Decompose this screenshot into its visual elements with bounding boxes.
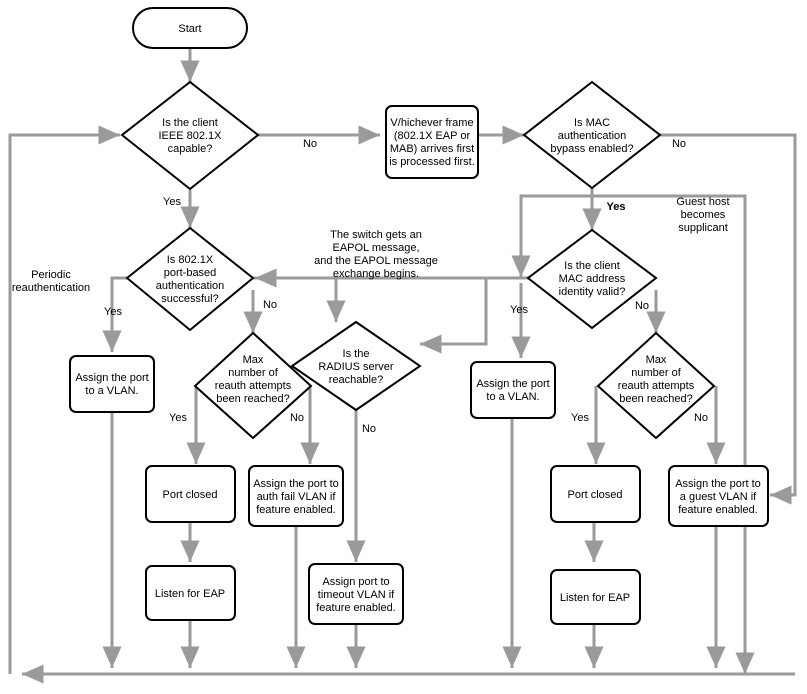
eapol-note-line1: The switch gets an	[330, 229, 422, 241]
label-dot1x-success-yes: Yes	[104, 306, 122, 318]
node-port-closed-right[interactable]: Port closed	[550, 465, 641, 523]
edge-labels: No Yes No Yes Yes No Yes No No Yes No Ye…	[104, 138, 708, 435]
node-listen-eap-left[interactable]: Listen for EAP	[145, 565, 236, 621]
assign-vlan-left-line1: Assign the port	[75, 372, 148, 384]
auth-fail-vlan-line3: feature enabled.	[256, 504, 336, 516]
max-reauth-left-line3: reauth attempts	[215, 380, 292, 392]
label-mac-identity-no: No	[635, 300, 649, 312]
node-max-reauth-attempts-left[interactable]: Max number of reauth attempts been reach…	[193, 331, 313, 440]
node-listen-eap-right[interactable]: Listen for EAP	[550, 569, 641, 625]
edge-mab-no	[660, 133, 797, 505]
annotation-periodic-reauthentication: Periodic reauthentication	[12, 269, 90, 294]
node-guest-vlan[interactable]: Assign the port to a guest VLAN if featu…	[668, 465, 769, 527]
timeout-vlan-line2: timeout VLAN if	[318, 589, 395, 601]
guest-vlan-line3: feature enabled.	[678, 504, 758, 516]
connectors	[8, 48, 797, 684]
max-reauth-right-line4: been reached?	[619, 393, 692, 405]
listen-eap-right-label: Listen for EAP	[560, 592, 630, 604]
client-dot1x-line2: IEEE 802.1X	[159, 130, 223, 142]
mab-enabled-line1: Is MAC	[574, 117, 610, 129]
label-dot1x-success-no: No	[263, 299, 277, 311]
client-dot1x-line1: Is the client	[162, 117, 218, 129]
max-reauth-left-line2: number of	[228, 367, 278, 379]
node-whichever-frame[interactable]: V/hichever frame (802.1X EAP or MAB) arr…	[385, 105, 479, 179]
guest-vlan-line1: Assign the port to	[675, 478, 761, 490]
mac-identity-line3: identity valid?	[559, 286, 626, 298]
node-timeout-vlan[interactable]: Assign port to timeout VLAN if feature e…	[308, 563, 404, 625]
dot1x-success-line2: port-based	[164, 267, 217, 279]
dot1x-success-line3: authentication	[156, 280, 225, 292]
timeout-vlan-line1: Assign port to	[322, 576, 389, 588]
dot1x-success-line4: successful?	[161, 293, 218, 305]
node-auth-fail-vlan[interactable]: Assign the port to auth fail VLAN if fea…	[248, 465, 344, 527]
max-reauth-right-line3: reauth attempts	[618, 380, 695, 392]
label-max-reauth-left-no: No	[290, 412, 304, 424]
whichever-frame-line1: V/hichever frame	[390, 117, 473, 129]
max-reauth-right-line2: number of	[631, 367, 681, 379]
node-start-label: Start	[178, 23, 201, 35]
eapol-note-line3: and the EAPOL message	[314, 255, 438, 267]
edge-periodic-reauth-return	[8, 125, 121, 674]
max-reauth-left-line1: Max	[243, 354, 264, 366]
node-start[interactable]: Start	[132, 7, 248, 49]
annotation-eapol-message: The switch gets an EAPOL message, and th…	[314, 229, 438, 280]
eapol-note-line2: EAPOL message,	[332, 242, 419, 254]
label-dot1x-no: No	[303, 138, 317, 150]
whichever-frame-line3: MAB) arrives first	[390, 143, 474, 155]
port-closed-left-label: Port closed	[162, 489, 217, 501]
node-assign-vlan-left[interactable]: Assign the port to a VLAN.	[69, 355, 155, 413]
radius-line3: reachable?	[329, 374, 383, 386]
guest-host-line3: supplicant	[678, 222, 728, 234]
node-port-closed-left[interactable]: Port closed	[145, 465, 236, 523]
edge-mab-yes-left-branch	[511, 194, 592, 278]
guest-host-line2: becomes	[681, 209, 726, 221]
port-closed-right-label: Port closed	[567, 489, 622, 501]
node-assign-vlan-right[interactable]: Assign the port to a VLAN.	[470, 361, 556, 419]
auth-fail-vlan-line1: Assign the port to	[253, 478, 339, 490]
assign-vlan-left-line2: to a VLAN.	[85, 385, 138, 397]
guest-vlan-line2: a guest VLAN if	[680, 491, 757, 503]
whichever-frame-line4: is processed first.	[389, 156, 475, 168]
max-reauth-right-line1: Max	[646, 354, 667, 366]
client-dot1x-line3: capable?	[168, 143, 213, 155]
mac-identity-line2: MAC address	[559, 273, 626, 285]
node-is-mac-identity-valid[interactable]: Is the client MAC address identity valid…	[526, 228, 658, 330]
edge-mac-identity-to-radius	[419, 278, 488, 354]
label-dot1x-yes: Yes	[163, 196, 181, 208]
auth-fail-vlan-line2: auth fail VLAN if	[257, 491, 337, 503]
label-max-reauth-right-no: No	[694, 412, 708, 424]
node-is-radius-reachable[interactable]: Is the RADIUS server reachable?	[290, 320, 422, 412]
dot1x-success-line1: Is 802.1X	[167, 254, 214, 266]
whichever-frame-line2: (802.1X EAP or	[394, 130, 471, 142]
timeout-vlan-line3: feature enabled.	[316, 602, 396, 614]
node-is-mab-enabled[interactable]: Is MAC authentication bypass enabled?	[522, 80, 662, 190]
radius-line1: Is the	[343, 348, 370, 360]
mab-enabled-line3: bypass enabled?	[550, 143, 633, 155]
mac-identity-line1: Is the client	[564, 260, 620, 272]
periodic-reauth-line2: reauthentication	[12, 282, 90, 294]
node-max-reauth-attempts-right[interactable]: Max number of reauth attempts been reach…	[596, 331, 716, 440]
annotation-guest-host-supplicant: Guest host becomes supplicant	[676, 196, 729, 234]
node-is-client-dot1x-capable[interactable]: Is the client IEEE 802.1X capable?	[120, 80, 260, 191]
label-mab-yes: Yes	[607, 201, 626, 213]
label-mab-no: No	[672, 138, 686, 150]
radius-line2: RADIUS server	[318, 361, 394, 373]
listen-eap-left-label: Listen for EAP	[155, 588, 225, 600]
guest-host-line1: Guest host	[676, 196, 729, 208]
max-reauth-left-line4: been reached?	[216, 393, 289, 405]
node-is-dot1x-auth-successful[interactable]: Is 802.1X port-based authentication succ…	[125, 226, 255, 332]
assign-vlan-right-line1: Assign the port	[476, 378, 549, 390]
label-radius-no: No	[362, 423, 376, 435]
label-max-reauth-left-yes: Yes	[169, 412, 187, 424]
mab-enabled-line2: authentication	[558, 130, 627, 142]
assign-vlan-right-line2: to a VLAN.	[486, 391, 539, 403]
eapol-note-line4: exchange begins.	[333, 268, 419, 280]
periodic-reauth-line1: Periodic	[31, 269, 71, 281]
label-max-reauth-right-yes: Yes	[571, 412, 589, 424]
label-mac-identity-yes: Yes	[510, 304, 528, 316]
